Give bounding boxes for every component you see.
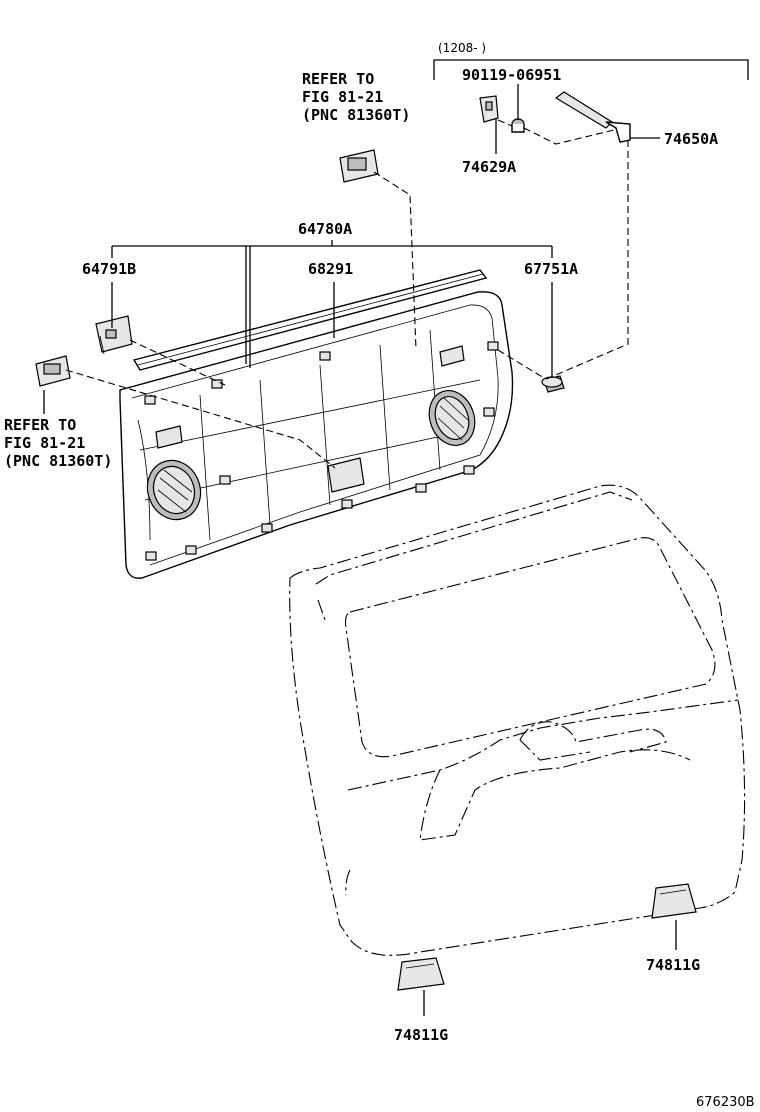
part-number-68291: 68291 — [308, 260, 353, 278]
pull-handle-left-part — [397, 957, 445, 991]
top-handle-part — [339, 149, 379, 183]
part-number-74650a: 74650A — [664, 130, 718, 148]
part-number-64780a: 64780A — [298, 220, 352, 238]
leader-lines — [43, 59, 749, 1016]
part-number-74629a: 74629A — [462, 158, 516, 176]
bolt-90119 — [511, 118, 525, 133]
strap-74650a — [554, 91, 631, 143]
refer-top-line-2: FIG 81-21 — [302, 88, 383, 106]
part-number-74811g-left: 74811G — [394, 1026, 448, 1044]
assembly-dashed-lines — [65, 119, 629, 469]
refer-left-line-1: REFER TO — [4, 416, 76, 434]
refer-top-line-1: REFER TO — [302, 70, 374, 88]
cover-64791b — [95, 315, 133, 355]
part-number-67751a: 67751A — [524, 260, 578, 278]
clip-74629a — [479, 95, 499, 123]
door-trim-board — [119, 291, 514, 579]
weatherstrip — [132, 269, 488, 371]
part-number-64791b: 64791B — [82, 260, 136, 278]
refer-left-line-3: (PNC 81360T) — [4, 452, 112, 470]
left-handle-part — [35, 355, 71, 387]
refer-top-line-3: (PNC 81360T) — [302, 106, 410, 124]
date-range-label: (1208- ) — [438, 41, 486, 55]
fastener-67751a — [541, 375, 565, 393]
figure-code: 676230B — [696, 1095, 755, 1110]
part-number-90119-06951: 90119-06951 — [462, 66, 561, 84]
pull-handle-right-part — [651, 883, 697, 919]
back-door-body — [289, 484, 746, 956]
refer-left-line-2: FIG 81-21 — [4, 434, 85, 452]
part-number-74811g-right: 74811G — [646, 956, 700, 974]
